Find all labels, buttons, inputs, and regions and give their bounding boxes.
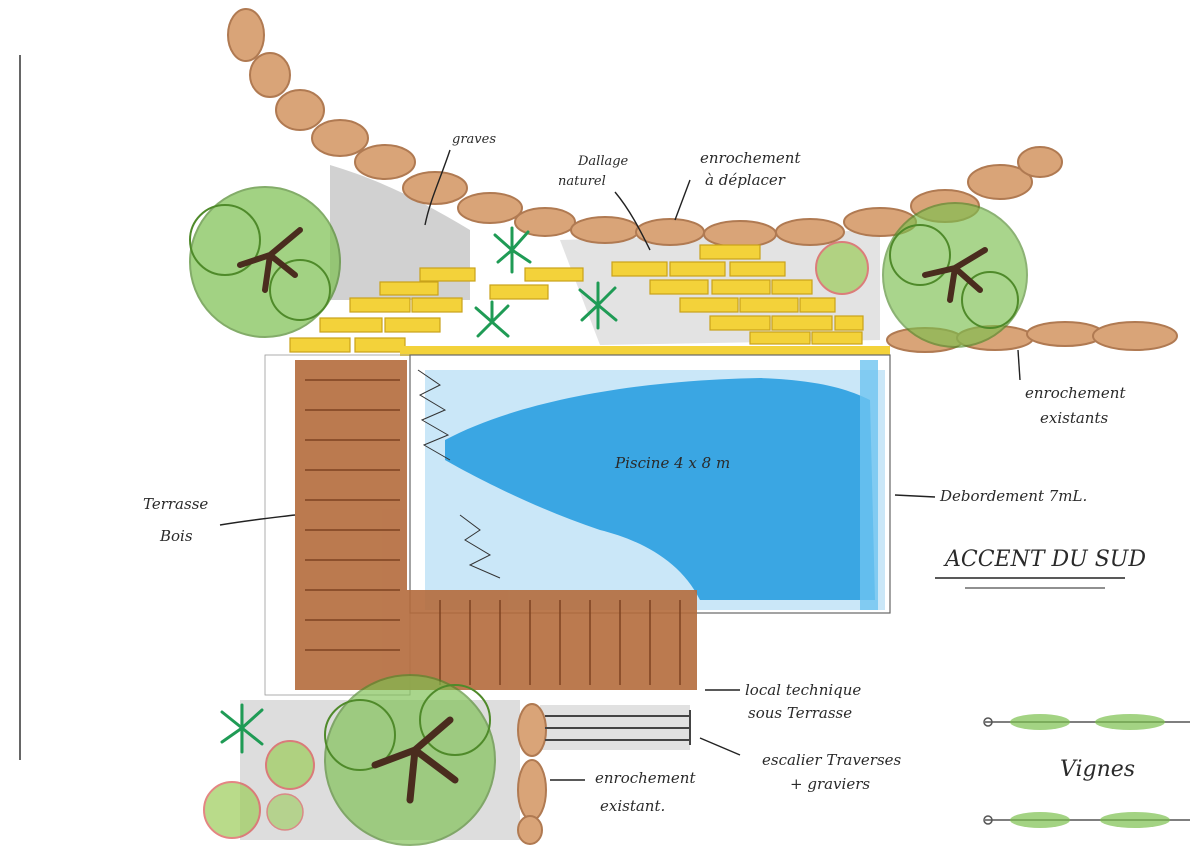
vines-row-2 [983, 812, 1190, 828]
label-local-technique-line2: sous Terrasse [748, 704, 853, 722]
tree-top-left [189, 186, 341, 338]
label-debordement: Debordement 7mL. [940, 487, 1088, 505]
rock-border-bottom [517, 703, 547, 845]
tree-bottom [324, 674, 496, 846]
paving-stones [289, 244, 864, 353]
label-enrochement-existant-line2: existant. [600, 797, 666, 815]
label-enrochement-existants-line1: enrochement [1025, 384, 1126, 402]
wood-grain [305, 379, 681, 685]
label-enrochement-deplacer-line2: à déplacer [705, 171, 785, 189]
label-accent-du-sud: ACCENT DU SUD [945, 547, 1146, 572]
label-enrochement-existants-line2: existants [1040, 409, 1109, 427]
shrubs-bottom-left [203, 740, 315, 839]
label-vignes: Vignes [1060, 757, 1136, 782]
label-escalier-line2: + graviers [790, 775, 871, 793]
pool-step-hatch [417, 369, 501, 579]
tree-top-right [882, 202, 1028, 348]
label-graves: graves [452, 132, 496, 147]
wood-terrace [295, 360, 697, 690]
pool-water [425, 360, 885, 610]
label-escalier-line1: escalier Traverses [762, 751, 902, 769]
label-dallage-line2: naturel [558, 174, 606, 189]
label-enrochement-deplacer-line1: enrochement [700, 149, 801, 167]
label-terrasse-line2: Bois [160, 527, 193, 545]
pool-coping [400, 346, 890, 356]
palm-plants [220, 226, 618, 754]
label-terrasse-line1: Terrasse [143, 495, 209, 513]
leader-lines [219, 149, 1021, 781]
stair-sleepers [545, 710, 691, 745]
label-enrochement-existant-line1: enrochement [595, 769, 696, 787]
label-local-technique-line1: local technique [745, 681, 862, 699]
shrub-red-top [815, 241, 869, 295]
label-piscine: Piscine 4 x 8 m [615, 454, 731, 472]
vines-row-1 [983, 714, 1190, 730]
label-dallage-line1: Dallage [578, 154, 629, 169]
